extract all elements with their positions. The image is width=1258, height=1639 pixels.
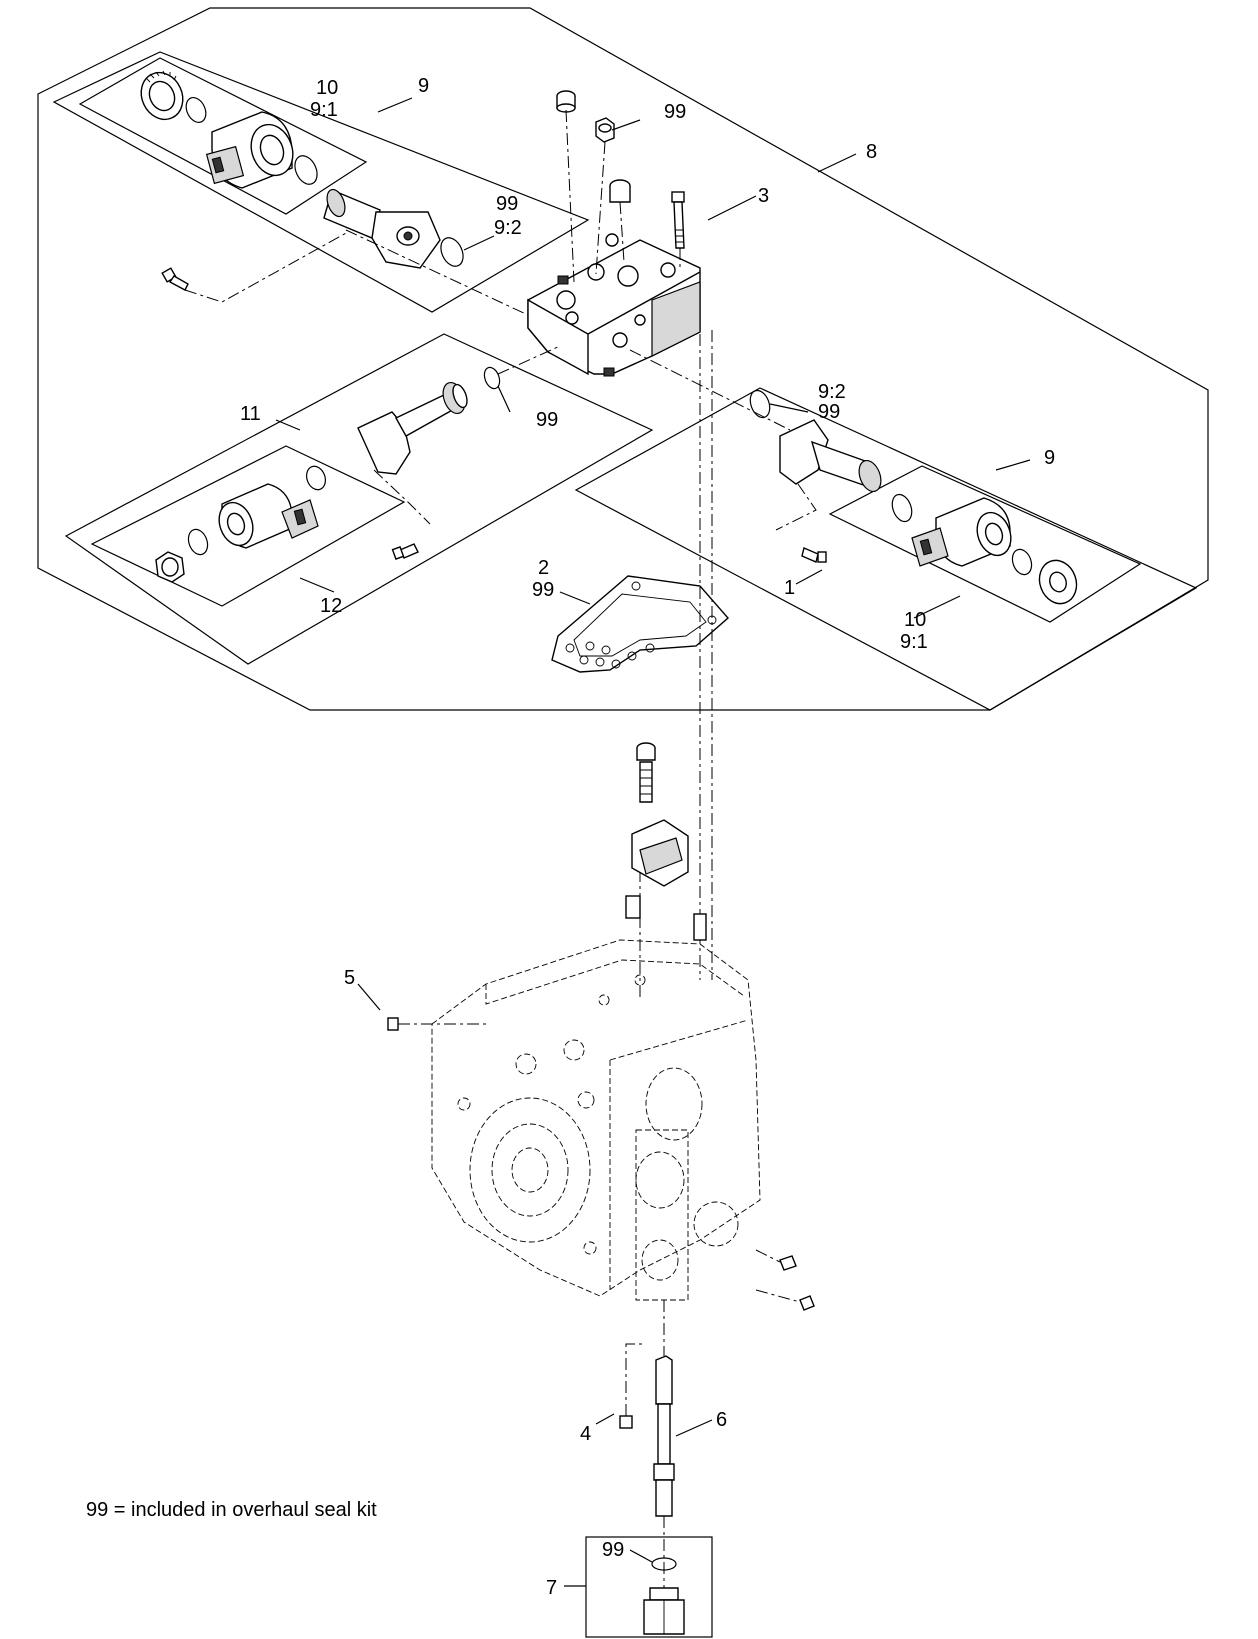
callout-3: 3: [758, 185, 769, 207]
gasket-icon: [551, 575, 729, 673]
callout-99-spool-left: 99: [536, 409, 558, 431]
nut-icon: [155, 551, 185, 583]
callout-7: 7: [546, 1577, 557, 1599]
assembly-8-outline: [37, 7, 1209, 711]
callout-4: 4: [580, 1423, 591, 1445]
callout-9-top-left: 9: [418, 75, 429, 97]
callout-11: 11: [240, 403, 261, 425]
callout-9-right: 9: [1044, 447, 1055, 469]
spool-valve-icon: [779, 419, 882, 493]
nut-icon: [1038, 559, 1078, 605]
solenoid-coil-icon: [218, 483, 319, 549]
spool-valve-icon: [653, 1355, 675, 1517]
plug-icon: [556, 90, 576, 113]
callout-2: 2: [538, 557, 549, 579]
solenoid-coil-icon: [911, 497, 1012, 567]
screw-icon: [387, 1017, 399, 1031]
solenoid-coil-icon: [205, 111, 294, 189]
callout-9-1-bottom: 9:1: [900, 631, 928, 653]
callout-9-1-top: 9:1: [310, 99, 338, 121]
screw-icon: [391, 543, 419, 560]
spool-valve-icon: [323, 188, 441, 269]
o-ring-icon: [891, 493, 913, 523]
o-ring-icon: [305, 465, 327, 491]
spool-valve-icon: [357, 381, 468, 475]
nut-icon: [595, 117, 615, 143]
callout-99-left-oring: 99: [496, 193, 518, 215]
nut-icon: [140, 70, 184, 121]
callout-99-bottom: 99: [602, 1539, 624, 1561]
callout-99-top-nut: 99: [664, 101, 686, 123]
screw-icon: [619, 1415, 633, 1429]
callout-10-top: 10: [316, 77, 338, 99]
callout-1: 1: [784, 577, 795, 599]
o-ring-icon: [1011, 548, 1033, 576]
solenoid-group-mid-right: [574, 349, 1198, 711]
screw-icon: [161, 267, 189, 291]
o-ring-icon: [651, 1557, 677, 1571]
o-ring-icon: [185, 97, 207, 123]
plug-icon: [609, 179, 631, 203]
callout-6: 6: [716, 1409, 727, 1431]
callout-5: 5: [344, 967, 355, 989]
callout-12: 12: [320, 595, 342, 617]
seal-kit-note: 99 = included in overhaul seal kit: [86, 1499, 377, 1521]
o-ring-icon: [440, 237, 464, 267]
fitting-icon: [643, 1587, 685, 1635]
solenoid-group-mid-left: [64, 333, 654, 665]
leader-lines: [275, 97, 1031, 1587]
o-ring-icon: [749, 389, 771, 419]
relief-fitting-group: [585, 1536, 713, 1638]
o-ring-icon: [483, 366, 501, 390]
callout-8: 8: [866, 141, 877, 163]
bracket-icon: [625, 742, 707, 941]
screw-icon: [671, 191, 685, 249]
callout-10-bottom: 10: [904, 609, 926, 631]
callout-99-gasket: 99: [532, 579, 554, 601]
pump-housing-icon: [431, 939, 761, 1301]
control-valve-block: [527, 233, 701, 377]
callout-labels: 10 9:1 9 99 8 99 9:2 3 11 99 9:2 99 9 2 …: [240, 75, 1055, 1599]
callout-9-2-right: 9:2: [818, 381, 846, 403]
solenoid-group-top-left: [52, 51, 590, 331]
screw-icon: [779, 1255, 815, 1311]
o-ring-icon: [187, 528, 209, 556]
callout-9-2-left: 9:2: [494, 217, 522, 239]
callout-99-right-oring: 99: [818, 401, 840, 423]
screw-icon: [801, 547, 827, 563]
o-ring-icon: [294, 155, 318, 185]
